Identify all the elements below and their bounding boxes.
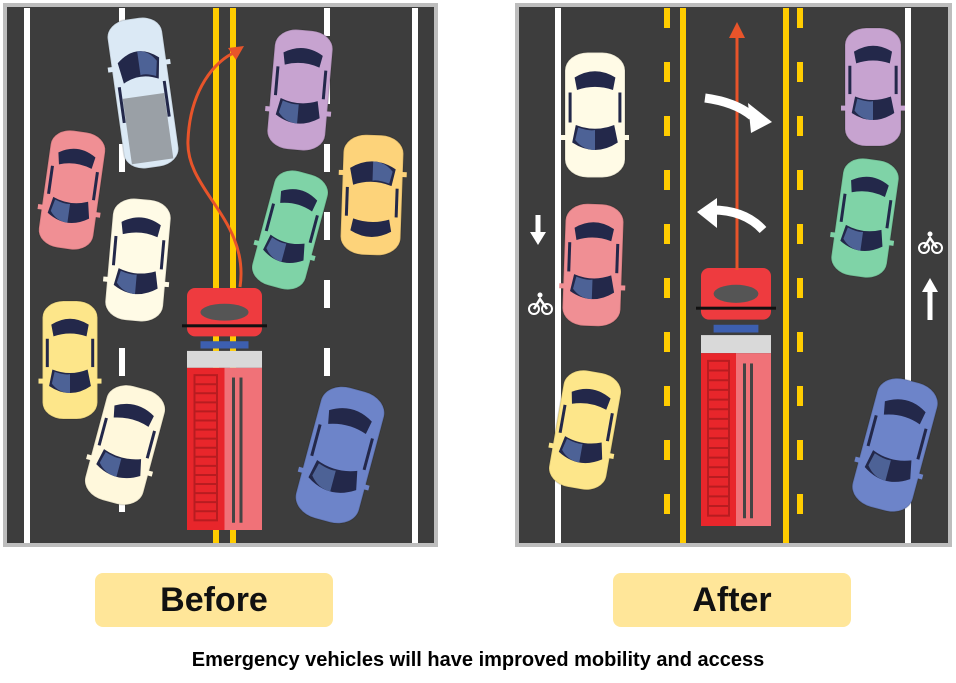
car-cream-2 <box>84 384 166 506</box>
car-blue <box>294 385 386 525</box>
after-label-text: After <box>692 580 772 619</box>
car-orange <box>338 134 407 256</box>
car-pink <box>37 129 107 251</box>
up-arrow-icon <box>922 278 938 320</box>
after-road-panel <box>515 3 952 547</box>
route-arrow <box>729 22 745 270</box>
bicycle-icon <box>918 231 943 254</box>
before-road-panel <box>3 3 438 547</box>
center-line-right <box>783 8 789 543</box>
center-line-yellow-2 <box>230 8 236 543</box>
turn-lane-dash-right <box>797 8 803 514</box>
down-arrow-icon <box>530 215 546 245</box>
center-line-left <box>680 8 686 543</box>
car-yellow <box>38 300 102 420</box>
edge-line-left <box>24 8 30 543</box>
illustration <box>3 3 952 547</box>
ladder <box>707 359 730 517</box>
bicycle-icon <box>528 292 553 315</box>
center-line-yellow-1 <box>213 8 219 543</box>
car-pink <box>559 203 626 327</box>
car-cream <box>102 197 172 323</box>
turn-right-arrow <box>704 93 772 133</box>
fire-truck <box>696 268 776 526</box>
bike-lane-line-left <box>555 8 561 543</box>
fire-truck <box>182 288 267 530</box>
ladder <box>193 374 218 522</box>
turn-left-arrow <box>697 198 767 234</box>
bike-lane-line-right <box>905 8 911 543</box>
car-green <box>830 157 900 279</box>
caption: Emergency vehicles will have improved mo… <box>191 649 765 671</box>
car-blue <box>851 377 939 513</box>
turn-lane-dash-left <box>664 8 670 514</box>
car-green <box>251 169 329 291</box>
car-purple <box>841 27 905 147</box>
route-arrow <box>186 46 244 288</box>
car-yellow <box>548 369 622 491</box>
car-pickup <box>106 16 180 170</box>
after-label: After <box>613 573 851 627</box>
before-label-text: Before <box>160 580 268 619</box>
car-cream <box>561 51 629 179</box>
before-label: Before <box>95 573 333 627</box>
car-purple <box>265 28 334 152</box>
edge-line-right <box>412 8 418 543</box>
